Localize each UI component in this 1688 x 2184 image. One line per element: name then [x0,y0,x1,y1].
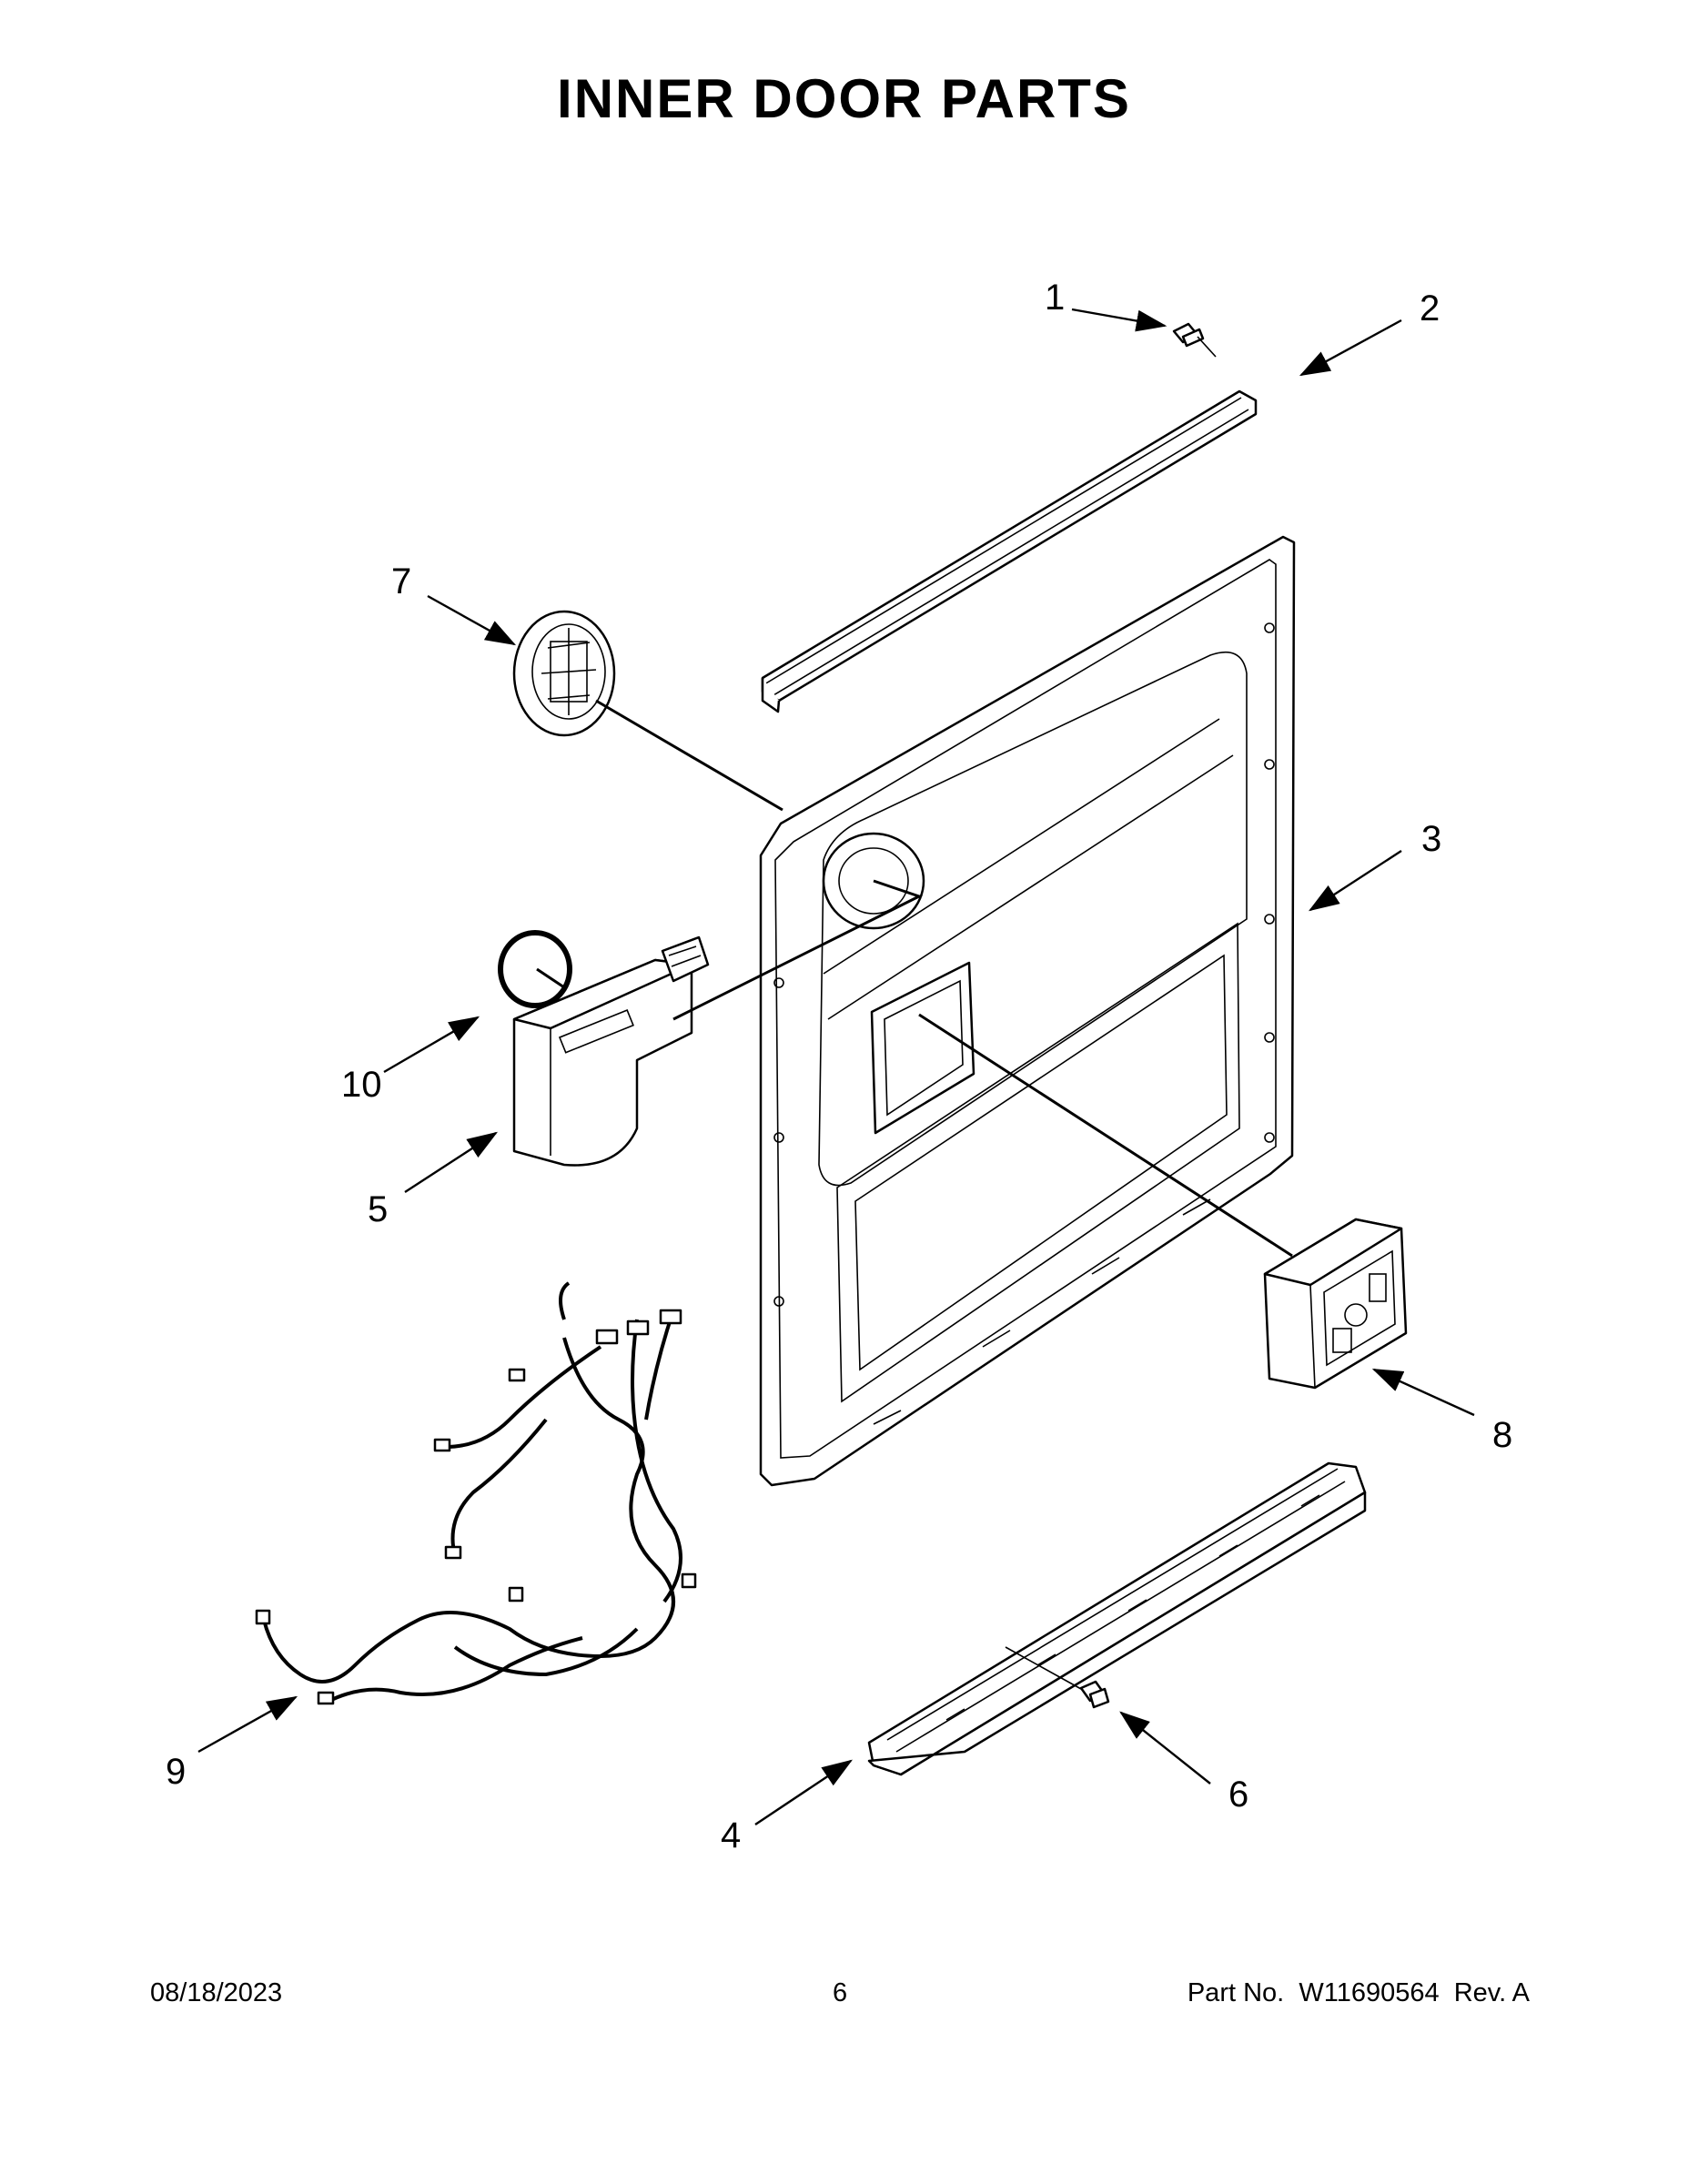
callout-3: 3 [1421,819,1441,859]
callout-5: 5 [368,1189,388,1229]
callout-10: 10 [341,1065,382,1105]
part-10-gasket [498,930,572,1008]
footer-part-number: Part No. W11690564 Rev. A [1188,1978,1530,2008]
footer-revision: Rev. A [1453,1978,1530,2007]
footer-date: 08/18/2023 [150,1978,283,2007]
part-2-top-trim [761,389,1258,713]
part-3-inner-door-panel [759,535,1296,1487]
callout-9: 9 [166,1752,186,1792]
callout-7: 7 [391,561,411,602]
callout-8: 8 [1492,1415,1512,1455]
part-8-control-board [1263,1218,1408,1390]
callout-arrows [197,308,1475,1825]
part-5-dispenser [512,935,710,1167]
callout-1: 1 [1045,278,1065,318]
footer-page-number: 6 [833,1978,848,2007]
callout-4: 4 [721,1815,741,1855]
part-9-wire-harness [255,1281,697,1705]
connection-lines [536,699,1293,1258]
footer-part-value: W11690564 [1299,1978,1440,2007]
part-6-screw [1005,1646,1110,1709]
part-4-bottom-trim [867,1461,1367,1776]
callout-6: 6 [1228,1774,1248,1815]
page-title: INNER DOOR PARTS [557,68,1131,129]
part-7-vent [512,610,616,737]
callout-2: 2 [1420,288,1440,329]
part-1-screw [1172,322,1217,358]
footer-part-label: Part No. [1187,1978,1285,2007]
